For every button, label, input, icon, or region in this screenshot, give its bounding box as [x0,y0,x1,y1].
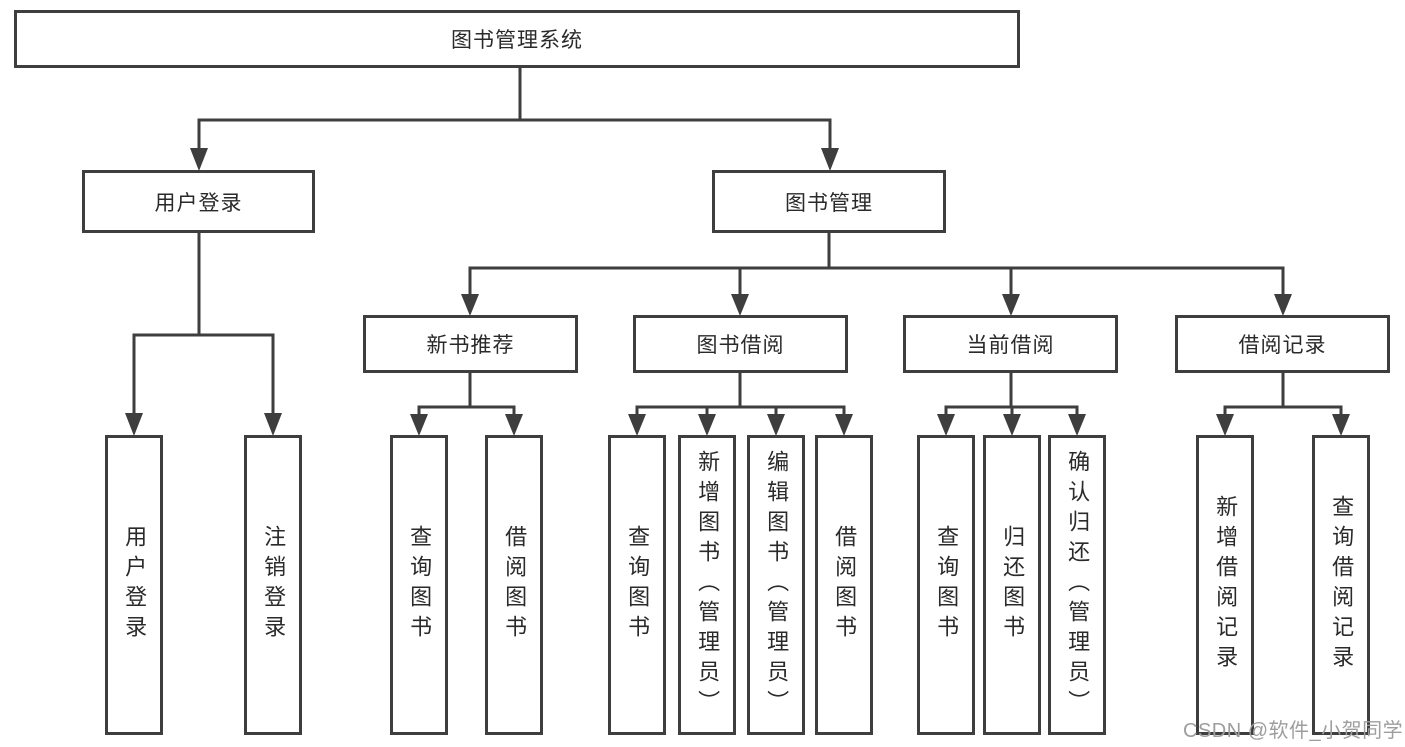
watermark: CSDN @软件_小贺同学 [1183,720,1404,742]
leaf-edit-book-admin: 编辑图书（管理员） [747,435,805,735]
node-user-login: 用户登录 [82,170,315,233]
node-borrowing-records: 借阅记录 [1175,315,1390,373]
node-book-management: 图书管理 [712,170,946,233]
leaf-query-books-current: 查询图书 [917,435,975,735]
node-book-borrowing: 图书借阅 [633,315,848,373]
leaf-query-books-recommend: 查询图书 [390,435,448,735]
leaf-user-login: 用户登录 [105,435,163,735]
leaf-query-borrow-record: 查询借阅记录 [1312,435,1370,735]
node-library-system: 图书管理系统 [14,10,1020,68]
leaf-return-book: 归还图书 [983,435,1041,735]
node-new-book-recommend: 新书推荐 [363,315,578,373]
leaf-logout: 注销登录 [244,435,302,735]
node-current-borrowing: 当前借阅 [903,315,1118,373]
leaf-add-borrow-record: 新增借阅记录 [1196,435,1254,735]
leaf-add-book-admin: 新增图书（管理员） [678,435,736,735]
leaf-confirm-return-admin: 确认归还（管理员） [1048,435,1106,735]
leaf-borrow-books-borrowing: 借阅图书 [815,435,873,735]
leaf-borrow-books-recommend: 借阅图书 [485,435,543,735]
leaf-query-books-borrowing: 查询图书 [608,435,666,735]
